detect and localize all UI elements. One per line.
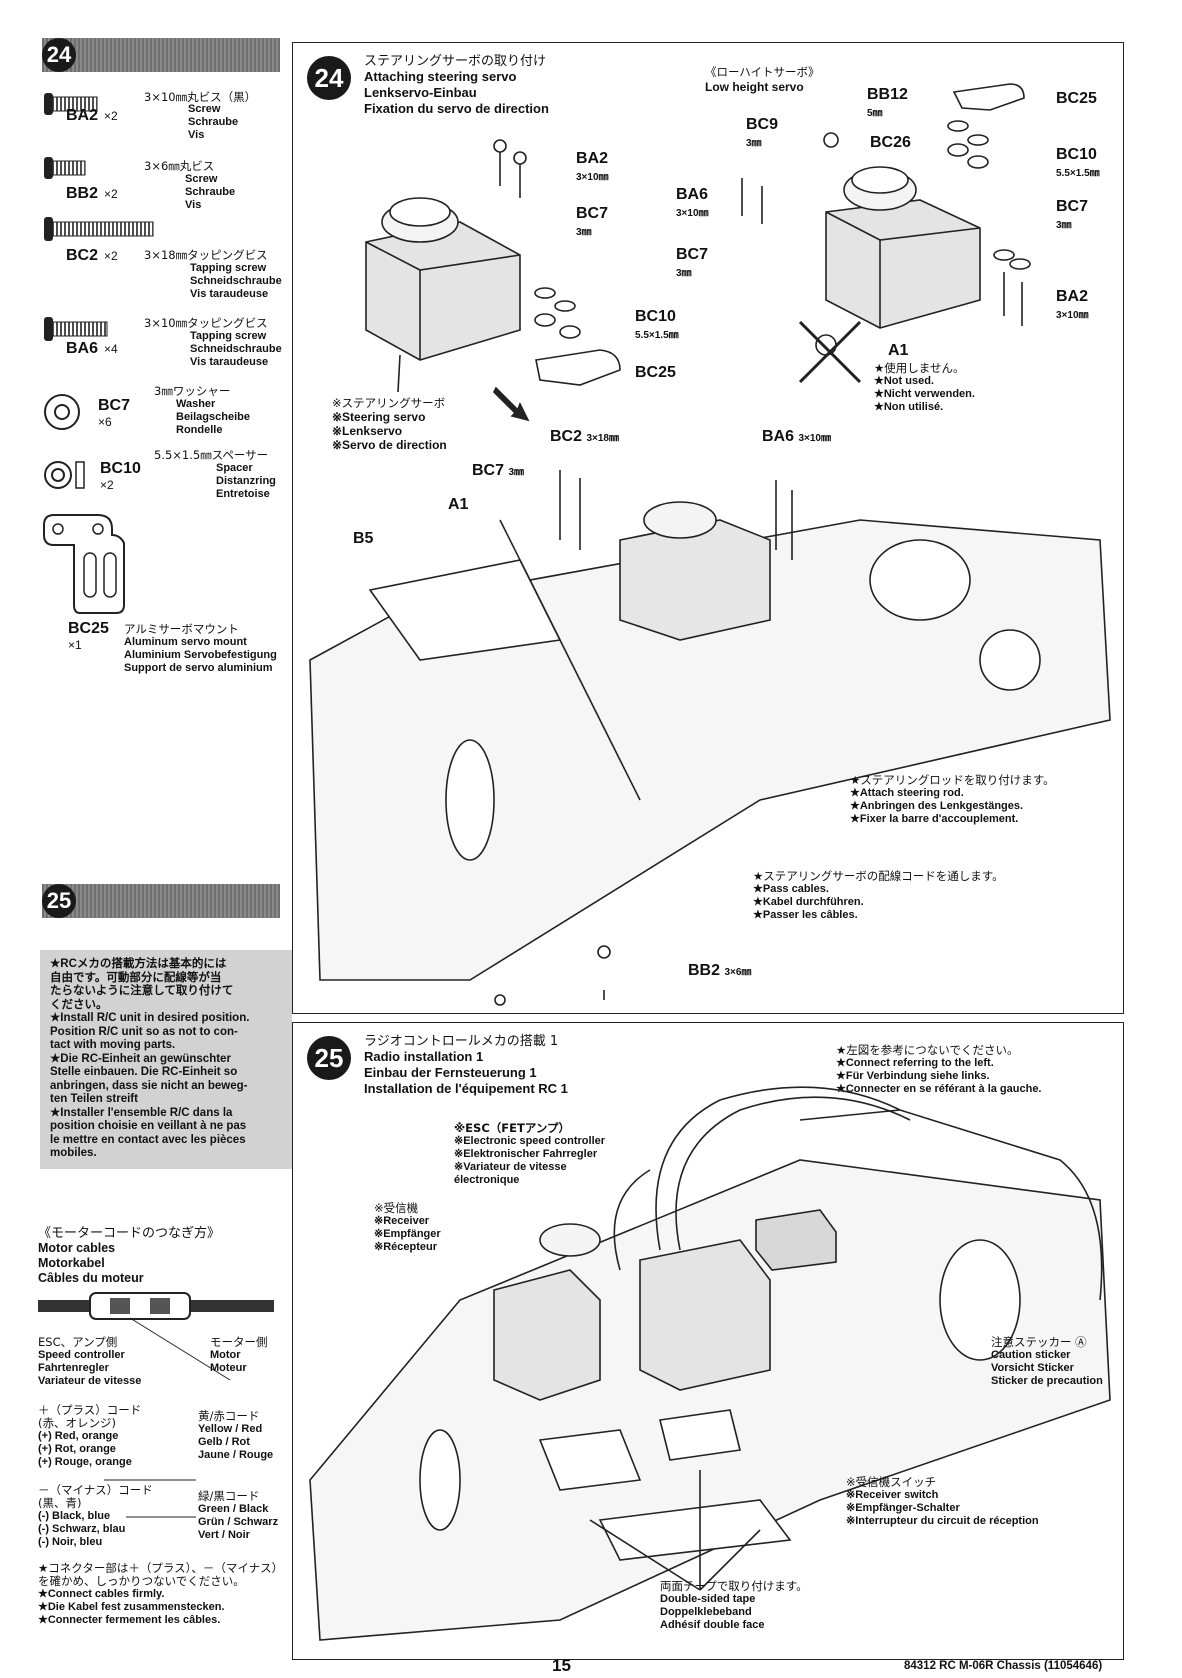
part-bb2-size: 3×6㎜丸ビス <box>144 159 215 173</box>
label-bc7-bottom: BC7 3㎜ <box>472 462 525 479</box>
motor-plus-left: ＋（プラス）コード(赤、オレンジ)(+) Red, orange(+) Rot,… <box>38 1403 142 1469</box>
part-bc2-size: 3×18㎜タッピングビス <box>144 248 268 262</box>
step-25-header <box>42 884 280 918</box>
label-bc25-right: BC25 <box>1056 90 1097 107</box>
label-bc2: BC2 3×18㎜ <box>550 428 619 445</box>
esc-caption: ※ESC（FETアンプ）※Electronic speed controller… <box>454 1121 606 1187</box>
part-bc7: BC7×6 <box>98 397 131 429</box>
steering-servo-caption: ※ステアリングサーボ※Steering servo※Lenkservo※Serv… <box>332 396 447 452</box>
part-ba2-size: 3×10㎜丸ビス（黒） <box>144 90 257 104</box>
step-24-panel-badge: 24 <box>307 56 351 100</box>
steering-rod-note: ★ステアリングロッドを取り付けます。★Attach steering rod.★… <box>850 773 1055 826</box>
page-number: 15 <box>552 1656 571 1675</box>
pass-cables-note: ★ステアリングサーボの配線コードを通します。★Pass cables.★Kabe… <box>753 869 1004 922</box>
step-25-panel-badge: 25 <box>307 1036 351 1080</box>
step-24-title: ステアリングサーボの取り付け Attaching steering servo … <box>364 54 549 116</box>
part-bc10-size: 5.5×1.5㎜スペーサー <box>154 448 269 462</box>
label-bc25-left: BC25 <box>635 364 676 381</box>
part-bc25: BC25×1 <box>68 620 109 652</box>
part-ba6-size: 3×10㎜タッピングビス <box>144 316 268 330</box>
not-used-note: ★使用しません。★Not used.★Nicht verwenden.★Non … <box>874 361 975 414</box>
motor-connect-note: ★コネクター部は＋（プラス）、－（マイナス）を確かめ、しっかりつないでください。… <box>38 1561 284 1627</box>
part-bc10: BC10×2 <box>100 460 141 492</box>
model-code: 84312 RC M-06R Chassis (11054646) <box>904 1660 1103 1672</box>
step-24-number-badge: 24 <box>42 38 76 72</box>
label-b5: B5 <box>353 530 374 547</box>
label-a1-bottom: A1 <box>448 496 469 513</box>
rc-install-note: ★RCメカの搭載方法は基本的には自由です。可動部分に配線等が当たらないように注意… <box>40 950 292 1169</box>
part-bc2: BC2×2 <box>66 247 118 264</box>
part-ba2: BA2×2 <box>66 107 118 124</box>
receiver-switch-caption: ※受信機スイッチ※Receiver switch※Empfänger-Schal… <box>846 1475 1039 1528</box>
step-25-title: ラジオコントロールメカの搭載 1 Radio installation 1 Ei… <box>364 1034 568 1096</box>
part-ba6: BA6×4 <box>66 340 118 357</box>
part-bb2: BB2×2 <box>66 185 118 202</box>
step-24-parts-header <box>42 38 280 72</box>
receiver-caption: ※受信機※Receiver※Empfänger※Récepteur <box>374 1201 441 1254</box>
low-height-servo-title: 《ローハイトサーボ》 Low height servo <box>705 65 820 94</box>
motor-minus-left: －（マイナス）コード(黒、青)(-) Black, blue(-) Schwar… <box>38 1483 153 1549</box>
label-a1-top: A1 <box>888 342 909 359</box>
part-bc25-size: アルミサーボマウント <box>124 622 239 636</box>
part-bc7-size: 3㎜ワッシャー <box>154 384 231 398</box>
motor-cables-title-jp: 《モーターコードのつなぎ方》 <box>38 1226 221 1241</box>
label-ba6-bottom: BA6 3×10㎜ <box>762 428 831 445</box>
parts-illustrations <box>43 93 154 614</box>
step-25-number-badge: 25 <box>42 884 76 918</box>
connect-refer-note: ★左図を参考につないでください。★Connect referring to th… <box>836 1043 1042 1096</box>
label-bb2: BB2 3×6㎜ <box>688 962 752 979</box>
label-bc26: BC26 <box>870 134 911 151</box>
